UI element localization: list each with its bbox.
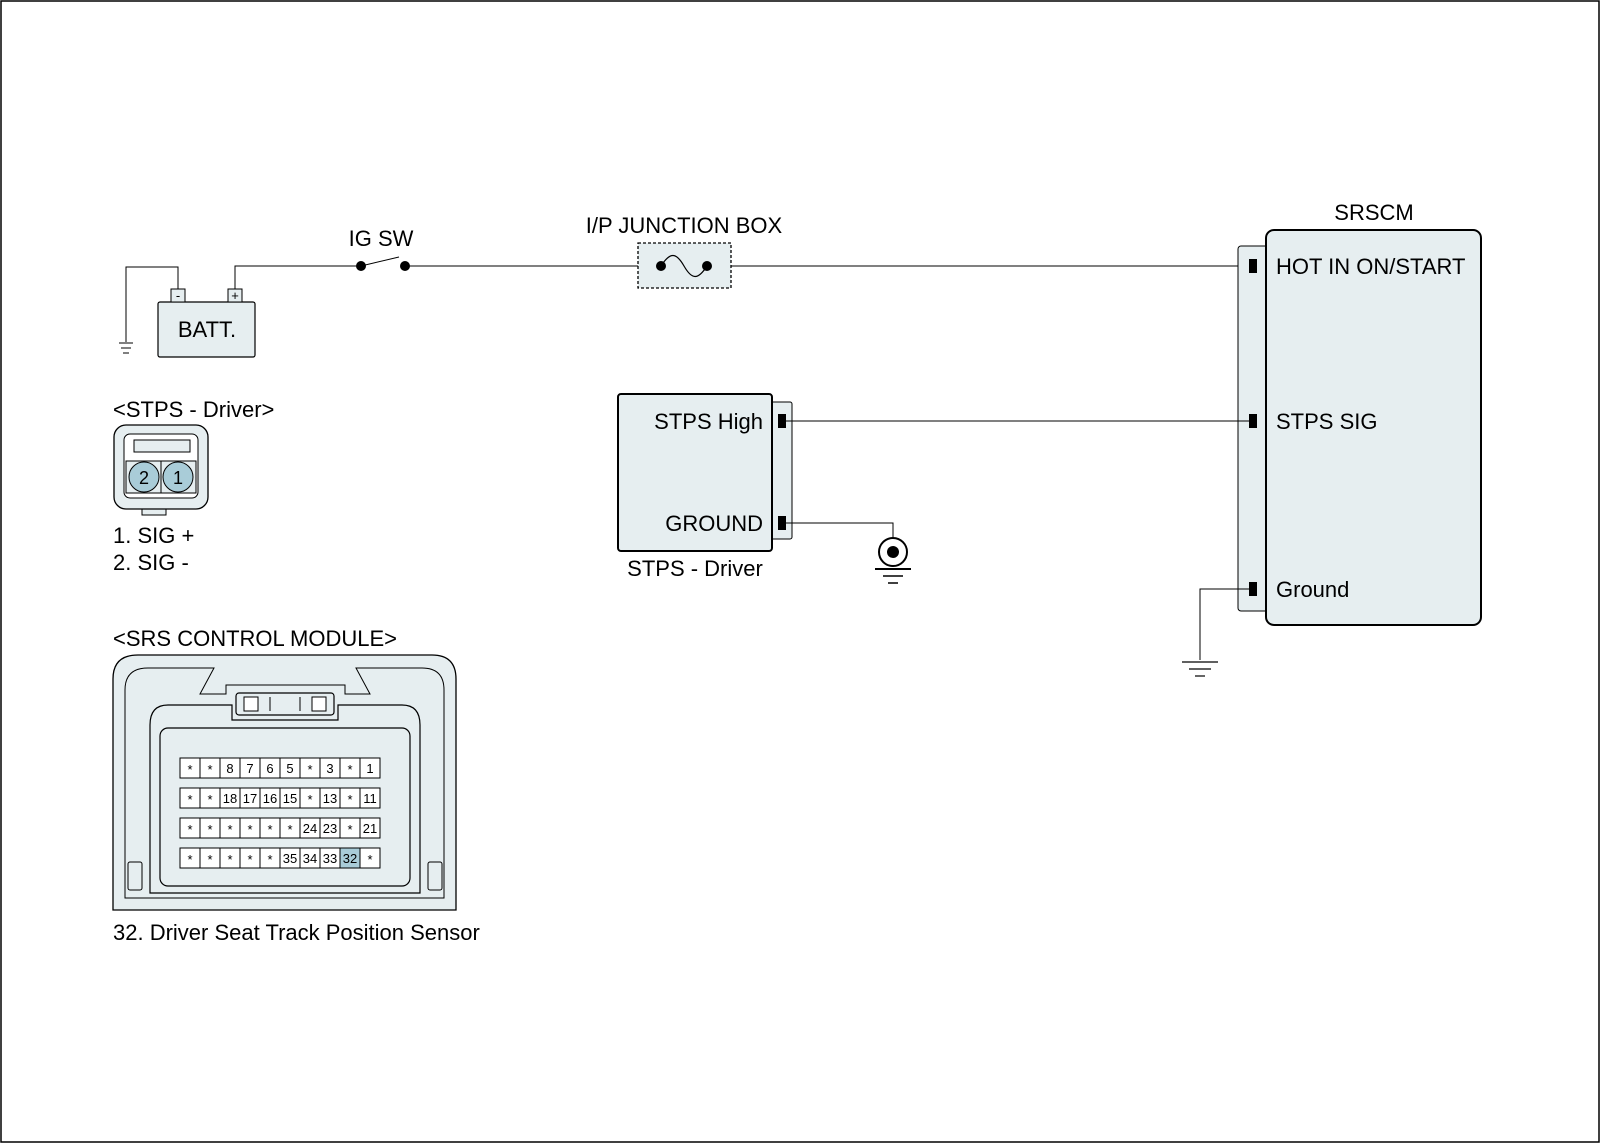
srs-pin-unused-label: * (307, 792, 312, 807)
srs-pin-cell (359, 787, 381, 809)
srs-pin-21-label: 21 (363, 821, 377, 836)
junction-box-outline (637, 242, 732, 289)
srs-connector-title: <SRS CONTROL MODULE> (113, 626, 397, 651)
srs-pin-unused-label: * (347, 762, 352, 777)
stps-connector-key (133, 439, 191, 453)
srs-pin-3-label: 3 (326, 761, 333, 776)
srs-pin-32-label: 32 (343, 851, 357, 866)
srs-pin-unused-label: * (207, 852, 212, 867)
srs-pin-unused-label: * (207, 822, 212, 837)
stps-pin-marker-ground (778, 516, 786, 530)
fuse-icon (660, 254, 708, 278)
srscm-body (1265, 229, 1482, 626)
srs-pin-cell (359, 817, 381, 839)
stps-connector-legend-1: 1. SIG + (113, 523, 194, 548)
battery-positive-sign: + (231, 288, 239, 303)
ground-symbol-srscm (1182, 661, 1218, 677)
srs-pin-unused-label: * (187, 762, 192, 777)
stps-connector-pin-1 (162, 461, 194, 493)
srs-pin-unused-label: * (187, 822, 192, 837)
srs-pin-unused-label: * (187, 792, 192, 807)
ignition-switch-blade (360, 256, 400, 267)
srs-pin-33-label: 33 (323, 851, 337, 866)
srs-pin-unused-label: * (287, 822, 292, 837)
srs-pin-1-label: 1 (366, 761, 373, 776)
stps-connector-title: <STPS - Driver> (113, 397, 274, 422)
stps-connector-pin-2-label: 2 (139, 468, 149, 488)
battery-label: BATT. (178, 317, 236, 342)
srs-pin-24-label: 24 (303, 821, 317, 836)
stps-connector-pin-2 (128, 461, 160, 493)
srs-pin-unused-label: * (247, 822, 252, 837)
srs-connector-side-latch-right (427, 861, 443, 891)
stps-connector-pin-1-label: 1 (173, 468, 183, 488)
wire-battery-to-igsw (234, 265, 360, 289)
srs-pin-7-label: 7 (246, 761, 253, 776)
srscm-pin-stps-sig: STPS SIG (1276, 409, 1377, 434)
ignition-switch: IG SW (349, 226, 414, 271)
stps-pin-high: STPS High (654, 409, 763, 434)
srscm-title: SRSCM (1334, 200, 1413, 225)
wire-stps-ground (786, 522, 894, 539)
srs-pin-unused-label: * (247, 852, 252, 867)
srscm-pin-hot-in-on-start: HOT IN ON/START (1276, 254, 1465, 279)
srs-pin-6-label: 6 (266, 761, 273, 776)
battery-negative-sign: - (176, 288, 180, 303)
battery-body (157, 301, 256, 358)
srs-pin-23-label: 23 (323, 821, 337, 836)
stps-sensor-body (617, 393, 773, 552)
chassis-ground-symbol (875, 537, 911, 584)
srs-connector-lock-tab (235, 692, 335, 716)
srs-pin-unused-label: * (227, 852, 232, 867)
srs-connector-side-latch-left (127, 861, 143, 891)
battery: - + BATT. (157, 288, 256, 358)
stps-pin-ground: GROUND (665, 511, 763, 536)
srs-pin-unused-label: * (367, 852, 372, 867)
srs-pin-35-label: 35 (283, 851, 297, 866)
srs-pin-34-label: 34 (303, 851, 317, 866)
srs-pin-cell (359, 847, 381, 869)
srs-pin-unused-label: * (207, 792, 212, 807)
srs-pin-11-label: 11 (363, 791, 377, 806)
stps-connector: <STPS - Driver> 2 1 1. SIG + 2. SIG - (113, 397, 274, 575)
srs-pin-13-label: 13 (323, 791, 337, 806)
srs-pin-5-label: 5 (286, 761, 293, 776)
srs-pin-unused-label: * (267, 852, 272, 867)
srscm-pin-marker-stps (1249, 414, 1257, 428)
srscm-pin-marker-hot (1249, 259, 1257, 273)
srs-pin-18-label: 18 (223, 791, 237, 806)
srs-pin-16-label: 16 (263, 791, 277, 806)
srs-pin-15-label: 15 (283, 791, 297, 806)
wire-srscm-ground (1199, 588, 1250, 660)
srs-pin-unused-label: * (207, 762, 212, 777)
srs-pin-unused-label: * (267, 822, 272, 837)
srs-pin-17-label: 17 (243, 791, 257, 806)
srs-pin-unused-label: * (347, 792, 352, 807)
srs-pin-cell (359, 757, 381, 779)
srscm-pin-marker-ground (1249, 582, 1257, 596)
srs-pin-unused-label: * (227, 822, 232, 837)
ignition-switch-label: IG SW (349, 226, 414, 251)
ground-symbol-battery (119, 342, 133, 354)
junction-box-label: I/P JUNCTION BOX (586, 213, 783, 238)
srs-pin-unused-label: * (307, 762, 312, 777)
stps-connector-legend-2: 2. SIG - (113, 550, 189, 575)
srs-pin-8-label: 8 (226, 761, 233, 776)
stps-sensor-caption: STPS - Driver (627, 556, 763, 581)
junction-box: I/P JUNCTION BOX (586, 213, 783, 289)
srs-pin-unused-label: * (347, 822, 352, 837)
srs-connector-legend: 32. Driver Seat Track Position Sensor (113, 920, 480, 945)
stps-sensor: STPS High GROUND STPS - Driver (617, 393, 793, 581)
srscm-pin-ground: Ground (1276, 577, 1349, 602)
srs-pin-unused-label: * (187, 852, 192, 867)
srscm-module: SRSCM HOT IN ON/START STPS SIG Ground (1237, 200, 1482, 626)
wire-battery-ground (125, 266, 179, 342)
stps-pin-marker-high (778, 414, 786, 428)
